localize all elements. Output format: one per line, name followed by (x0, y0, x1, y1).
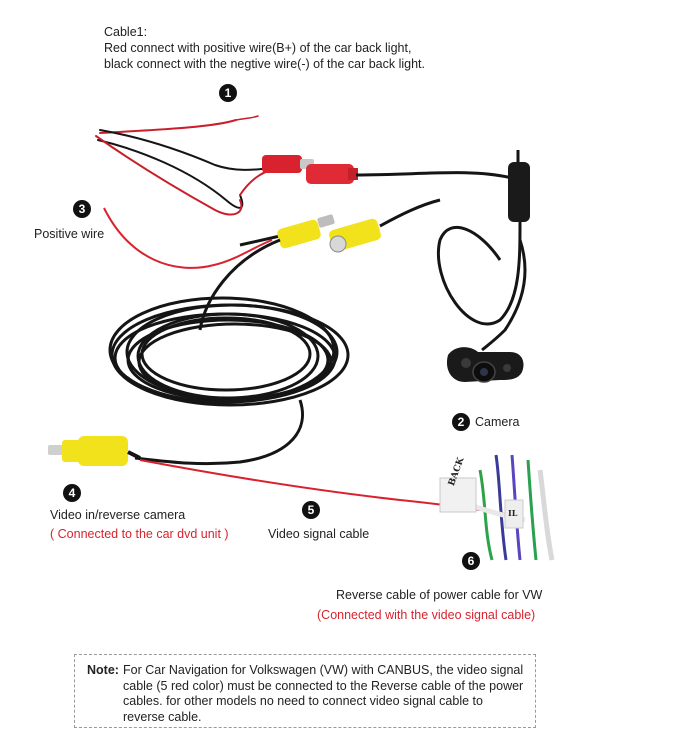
callout-4-label: Video in/reverse camera (50, 508, 186, 522)
back-wire-tag (439, 477, 524, 529)
vw-power-cable-bundle (469, 454, 555, 561)
callout-5-badge: 5 (302, 501, 320, 519)
callout-4-badge: 4 (63, 484, 81, 502)
callout-3-badge: 3 (73, 200, 91, 218)
camera-power-cable (355, 171, 513, 180)
camera-cable (437, 221, 522, 326)
callout-4-sub: ( Connected to the car dvd unit ) (50, 527, 229, 541)
callout-3-label: Positive wire (34, 227, 105, 241)
cable1-title: Cable1: (104, 25, 148, 39)
cable1-desc-line2: black connect with the negtive wire(-) o… (104, 57, 425, 71)
camera-body (446, 347, 524, 383)
callout-6-badge: 6 (462, 552, 480, 570)
callout-6-sub: (Connected with the video signal cable) (317, 608, 536, 622)
cable1-desc-line1: Red connect with positive wire(B+) of th… (104, 41, 412, 55)
il-tag-text: IL (508, 508, 518, 518)
video-cable-coil (108, 238, 350, 466)
positive-wire (103, 207, 273, 269)
callout-1-badge: 1 (219, 84, 237, 102)
inline-module (508, 162, 530, 222)
callout-2-label: Camera (475, 415, 520, 429)
rca-plug-video-in (48, 436, 141, 466)
callout-2-badge: 2 (452, 413, 470, 431)
note-label: Note: (87, 663, 119, 677)
power-wire-bundle (95, 115, 273, 216)
callout-5-label: Video signal cable (268, 527, 370, 541)
callout-6-label: Reverse cable of power cable for VW (336, 588, 543, 602)
note-text: For Car Navigation for Volkswagen (VW) w… (123, 663, 524, 724)
dc-plug-female (306, 164, 358, 184)
rca-plug-pair (239, 198, 441, 253)
note-box: Note: For Car Navigation for Volkswagen … (74, 654, 536, 728)
